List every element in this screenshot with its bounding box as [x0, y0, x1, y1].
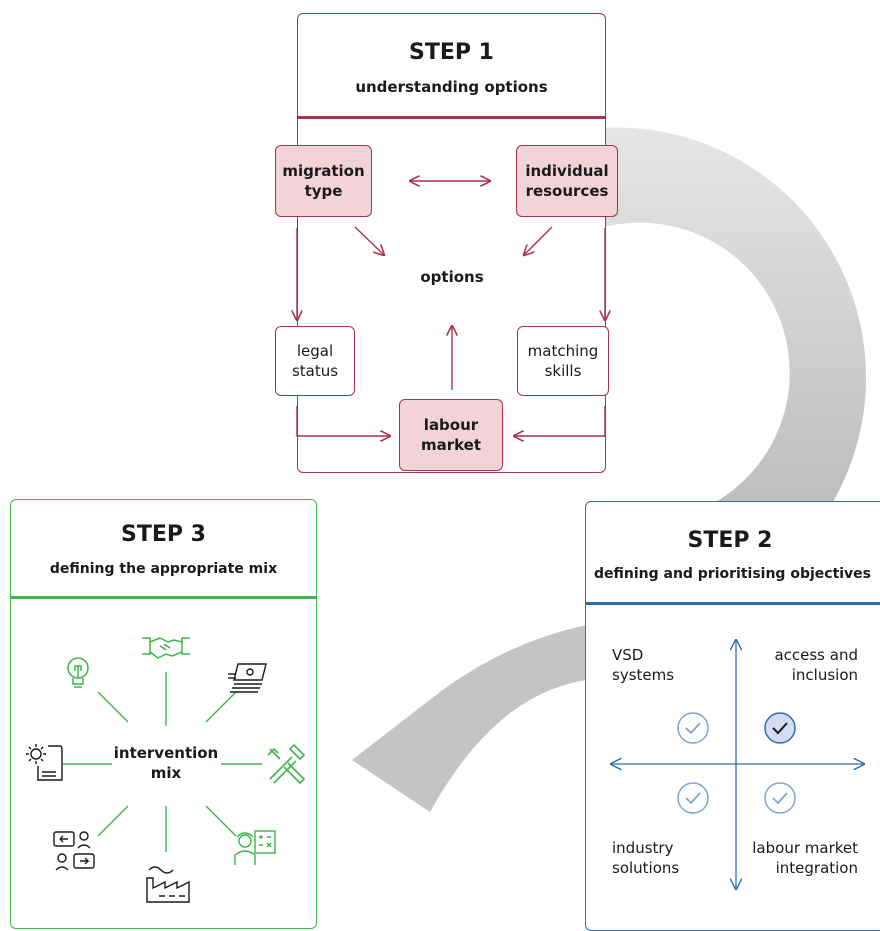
node-matching-skills: matching skills [517, 326, 609, 396]
tools-icon [264, 743, 306, 790]
check-icon-bottom-left [676, 781, 710, 820]
step1-subtitle: understanding options [355, 78, 548, 96]
node-migration-type: migration type [275, 145, 372, 217]
step2-title: STEP 2 [687, 528, 773, 553]
check-icon-bottom-right [763, 781, 797, 820]
gear-document-icon [24, 742, 64, 791]
intervention-mix-label: intervention mix [113, 744, 219, 782]
people-exchange-icon [52, 830, 96, 879]
step3-panel [10, 499, 317, 929]
check-icon-top-left [676, 711, 710, 750]
handshake-icon [140, 630, 192, 667]
step1-title: STEP 1 [409, 40, 494, 65]
step3-divider [10, 596, 317, 599]
step2-subtitle: defining and prioritising objectives [593, 566, 872, 582]
node-legal-status: legal status [275, 326, 355, 396]
node-options: options [420, 268, 484, 286]
node-individual-resources: individual resources [516, 145, 618, 217]
step3-title: STEP 3 [121, 522, 206, 547]
node-labour-market: labour market [399, 399, 503, 471]
quadrant-labour-market-integration: labour market integration [752, 839, 858, 877]
check-icon-top-right-selected [763, 711, 797, 750]
step1-panel [297, 13, 606, 473]
quadrant-vsd-systems: VSD systems [612, 646, 675, 684]
quadrant-industry-solutions: industry solutions [612, 839, 680, 877]
step1-divider [297, 116, 606, 119]
step3-subtitle: defining the appropriate mix [49, 561, 278, 577]
worker-calculator-icon [233, 827, 277, 872]
step2-divider [585, 602, 880, 605]
money-icon [226, 660, 270, 701]
quadrant-access-and-inclusion: access and inclusion [774, 646, 858, 684]
lightbulb-icon [62, 655, 94, 696]
factory-icon [145, 860, 191, 909]
